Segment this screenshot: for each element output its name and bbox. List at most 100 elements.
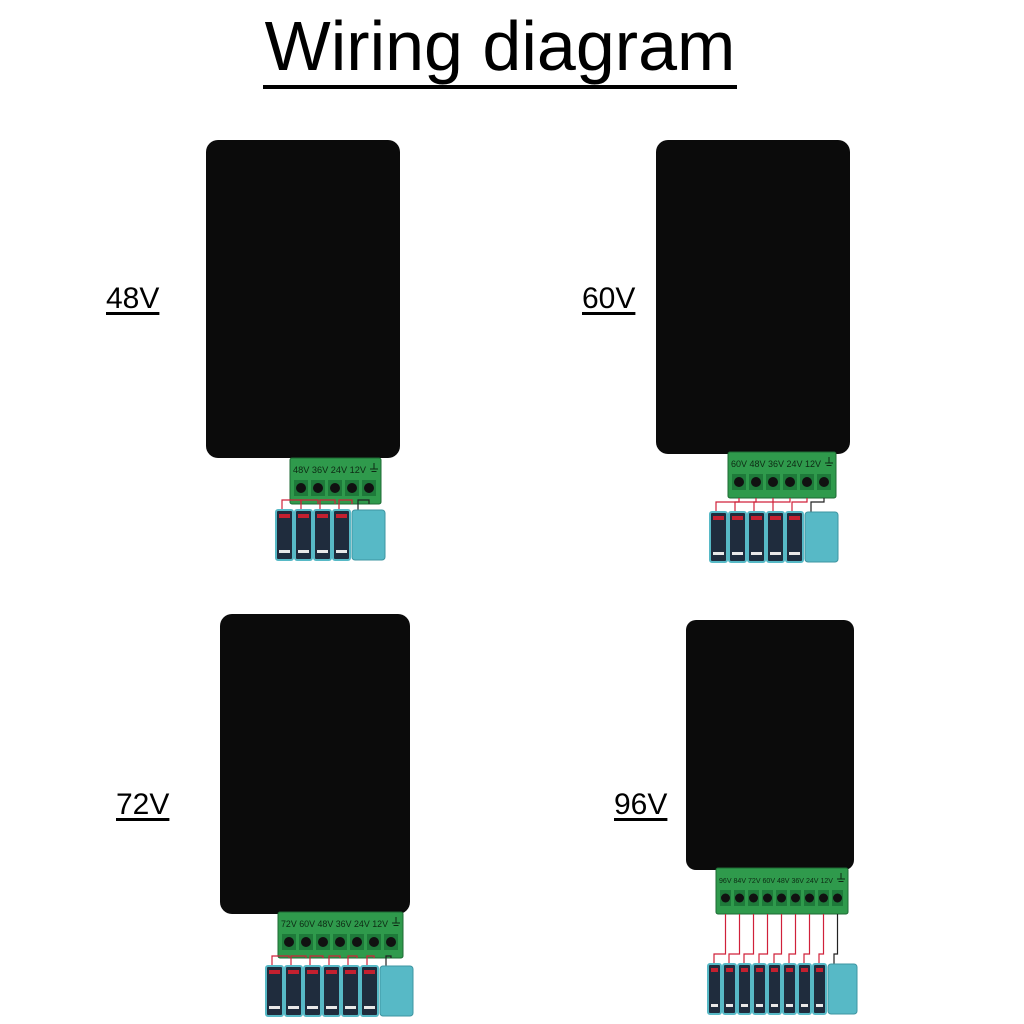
screw-hole xyxy=(768,477,778,487)
battery-terminal-negative xyxy=(307,1006,318,1009)
controller-box xyxy=(220,614,410,914)
screw-hole xyxy=(318,937,328,947)
screw-hole xyxy=(284,937,294,947)
battery-terminal-negative xyxy=(756,1004,763,1007)
battery-terminal-negative xyxy=(298,550,309,553)
wire xyxy=(385,955,392,966)
battery xyxy=(284,965,303,1017)
battery-terminal-positive xyxy=(711,968,718,972)
battery-terminal-positive xyxy=(801,968,808,972)
battery-terminal-negative xyxy=(816,1004,823,1007)
wire xyxy=(791,498,808,512)
wire xyxy=(734,498,757,512)
battery-terminal-positive xyxy=(288,970,299,974)
battery xyxy=(767,963,782,1015)
battery xyxy=(709,511,728,563)
wire xyxy=(810,498,825,512)
wire xyxy=(366,955,375,966)
screw-hole xyxy=(802,477,812,487)
battery-terminal-negative xyxy=(317,550,328,553)
battery-terminal-positive xyxy=(816,968,823,972)
screw-hole xyxy=(791,893,800,903)
screw-hole xyxy=(301,937,311,947)
terminal-label: 48V 36V 24V 12V xyxy=(293,465,366,475)
battery-terminal-positive xyxy=(317,514,328,518)
wire xyxy=(357,499,370,510)
battery-terminal-positive xyxy=(771,968,778,972)
battery xyxy=(728,511,747,563)
wire xyxy=(328,955,341,966)
wire xyxy=(803,914,811,964)
battery xyxy=(275,509,294,561)
wire xyxy=(347,955,358,966)
screw-hole xyxy=(369,937,379,947)
ground-icon xyxy=(392,917,400,926)
battery-terminal-positive xyxy=(298,514,309,518)
screw-hole xyxy=(833,893,842,903)
battery-terminal-negative xyxy=(713,552,724,555)
battery xyxy=(313,509,332,561)
voltage-label-72v: 72V xyxy=(116,788,170,821)
screw-hole xyxy=(805,893,814,903)
screw-hole xyxy=(296,483,306,493)
battery-terminal-negative xyxy=(269,1006,280,1009)
wire xyxy=(271,955,290,966)
wire xyxy=(319,499,336,510)
screw-hole xyxy=(335,937,345,947)
wire xyxy=(300,499,319,510)
terminal-label: 60V 48V 36V 24V 12V xyxy=(731,459,821,469)
battery xyxy=(707,963,722,1015)
title-text: Wiring diagram xyxy=(262,7,738,89)
battery xyxy=(752,963,767,1015)
battery xyxy=(797,963,812,1015)
battery-terminal-negative xyxy=(732,552,743,555)
end-module xyxy=(379,965,414,1017)
battery-terminal-positive xyxy=(726,968,733,972)
battery xyxy=(766,511,785,563)
voltage-label-96v: 96V xyxy=(614,788,668,821)
ground-icon xyxy=(825,457,833,466)
screw-hole xyxy=(347,483,357,493)
battery-terminal-negative xyxy=(751,552,762,555)
wire xyxy=(309,955,324,966)
battery-terminal-negative xyxy=(345,1006,356,1009)
wire xyxy=(290,955,307,966)
battery xyxy=(360,965,379,1017)
screw-hole xyxy=(735,893,744,903)
diagram-72v: 72V 60V 48V 36V 24V 12V xyxy=(220,614,414,1017)
wire xyxy=(818,914,825,964)
battery-terminal-positive xyxy=(751,516,762,520)
battery-terminal-negative xyxy=(801,1004,808,1007)
battery-terminal-positive xyxy=(741,968,748,972)
battery-terminal-negative xyxy=(279,550,290,553)
wire xyxy=(772,498,791,512)
battery-terminal-positive xyxy=(756,968,763,972)
diagram-60v: 60V 48V 36V 24V 12V xyxy=(656,140,850,563)
end-module xyxy=(804,511,839,563)
wire xyxy=(728,914,741,964)
battery-terminal-positive xyxy=(786,968,793,972)
screw-hole xyxy=(751,477,761,487)
wire xyxy=(788,914,797,964)
battery-terminal-positive xyxy=(770,516,781,520)
battery xyxy=(303,965,322,1017)
battery xyxy=(737,963,752,1015)
battery-terminal-positive xyxy=(364,970,375,974)
wire xyxy=(833,914,839,964)
terminal-group: 48V 36V 24V 12V xyxy=(275,457,386,561)
battery-terminal-negative xyxy=(364,1006,375,1009)
battery-terminal-positive xyxy=(713,516,724,520)
controller-box xyxy=(686,620,854,870)
battery xyxy=(785,511,804,563)
battery xyxy=(341,965,360,1017)
terminal-group: 60V 48V 36V 24V 12V xyxy=(709,451,839,563)
terminal-label: 96V 84V 72V 60V 48V 36V 24V 12V xyxy=(719,876,834,885)
battery-terminal-negative xyxy=(336,550,347,553)
screw-hole xyxy=(313,483,323,493)
battery xyxy=(265,965,284,1017)
screw-hole xyxy=(330,483,340,493)
end-module xyxy=(827,963,858,1015)
ground-icon xyxy=(370,463,378,472)
battery-terminal-positive xyxy=(307,970,318,974)
screw-hole xyxy=(721,893,730,903)
